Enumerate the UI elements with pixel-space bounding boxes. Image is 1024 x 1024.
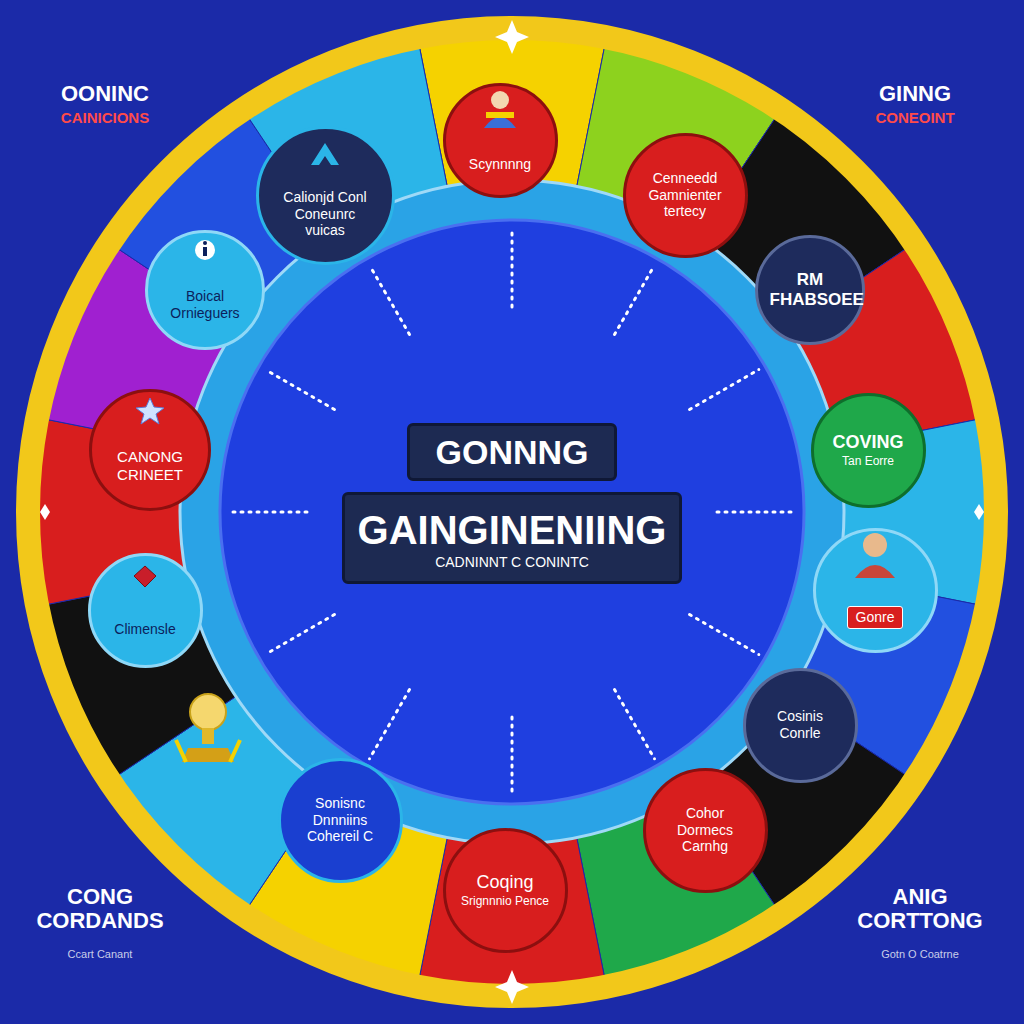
text-stack: CoqingSrignnnio Pence (461, 872, 549, 908)
dotted-spoke (370, 690, 410, 759)
topic-circle: Gonre (813, 528, 938, 653)
topic-circle: Cosinis Conrle (743, 668, 858, 783)
topic-circle: Calionjd Conl Coneunrc vuicas (256, 126, 395, 265)
corner-heading: OONINC (61, 82, 149, 106)
topic-circle: Climensle (88, 553, 203, 668)
text-stack: CANONG CRINEET (108, 448, 193, 484)
title-box: GAINGINENIINGCADNINNT C CONINTC (342, 492, 683, 584)
topic-circle: RM FHABSOEE (755, 235, 865, 345)
topic-circle: COVINGTan Eorre (811, 393, 926, 508)
trophy-icon (176, 694, 240, 762)
corner-caption: Gotn O Coatrne (881, 948, 959, 960)
corner-caption: CAINICIONS (61, 110, 149, 127)
node-title: Scynnnng (469, 156, 531, 173)
dotted-spoke (615, 265, 655, 334)
text-stack: Cohor Dormecs Carnhg (659, 805, 752, 855)
dotted-spoke (690, 370, 759, 410)
node-title: RM FHABSOEE (770, 270, 851, 311)
text-stack: Cenneedd Gamnienter tertecy (639, 170, 732, 220)
text-stack: Boical Ornieguers (163, 288, 248, 322)
node-title: Cohor Dormecs Carnhg (659, 805, 752, 855)
topic-circle: Cenneedd Gamnienter tertecy (623, 133, 748, 258)
node-title: Coqing (476, 872, 533, 894)
text-stack: RM FHABSOEE (770, 270, 851, 311)
node-title: GONNNG (436, 432, 589, 473)
dotted-spoke (717, 511, 797, 514)
corner-heading: ANIG CORTTONG (850, 885, 990, 933)
corner-caption: Ccart Canant (68, 948, 133, 960)
text-stack: GAINGINENIINGCADNINNT C CONINTC (358, 506, 667, 571)
text-stack: Cosinis Conrle (758, 708, 843, 742)
corner-heading: GINNG (879, 82, 951, 106)
text-stack: GONNNG (436, 432, 589, 473)
inner-ring (180, 180, 844, 844)
text-stack: COVINGTan Eorre (832, 432, 903, 468)
node-title: Sonisnc Dnnniins Cohereil C (294, 795, 387, 845)
node-subtitle: Tan Eorre (842, 454, 894, 468)
text-stack: Calionjd Conl Coneunrc vuicas (279, 189, 372, 239)
dotted-spoke (615, 690, 655, 759)
topic-circle: Sonisnc Dnnniins Cohereil C (278, 758, 403, 883)
node-subtitle: Srignnnio Pence (461, 894, 549, 908)
node-title: COVING (832, 432, 903, 454)
dotted-spoke (511, 227, 514, 307)
color-wedges (38, 38, 986, 986)
ring-stars (40, 20, 984, 1004)
corner-heading: CONG CORDANDS (30, 885, 170, 933)
node-title: Calionjd Conl Coneunrc vuicas (279, 189, 372, 239)
node-title: Boical Ornieguers (163, 288, 248, 322)
node-subtitle: CADNINNT C CONINTC (435, 554, 589, 571)
dotted-spoke (690, 615, 759, 655)
text-stack: Climensle (114, 621, 175, 638)
outer-ring (28, 28, 996, 996)
node-title: GAINGINENIING (358, 506, 667, 554)
node-title: Cosinis Conrle (758, 708, 843, 742)
topic-circle: CoqingSrignnnio Pence (443, 828, 568, 953)
text-stack: Gonre (847, 606, 904, 629)
corner-caption: CONEOINT (875, 110, 954, 127)
dotted-spoke (511, 717, 514, 797)
dotted-spoke (265, 370, 334, 410)
center-disk (220, 220, 804, 804)
node-title: Cenneedd Gamnienter tertecy (639, 170, 732, 220)
node-title: Gonre (847, 606, 904, 629)
topic-circle: CANONG CRINEET (89, 389, 211, 511)
text-stack: Scynnnng (469, 156, 531, 173)
title-box: GONNNG (407, 423, 617, 481)
dotted-spoke (227, 511, 307, 514)
topic-circle: Scynnnng (443, 83, 558, 198)
text-stack: Sonisnc Dnnniins Cohereil C (294, 795, 387, 845)
dotted-spokes (227, 227, 797, 797)
topic-circle: Boical Ornieguers (145, 230, 265, 350)
node-title: CANONG CRINEET (108, 448, 193, 484)
dotted-spoke (370, 265, 410, 334)
node-title: Climensle (114, 621, 175, 638)
topic-circle: Cohor Dormecs Carnhg (643, 768, 768, 893)
dotted-spoke (265, 615, 334, 655)
